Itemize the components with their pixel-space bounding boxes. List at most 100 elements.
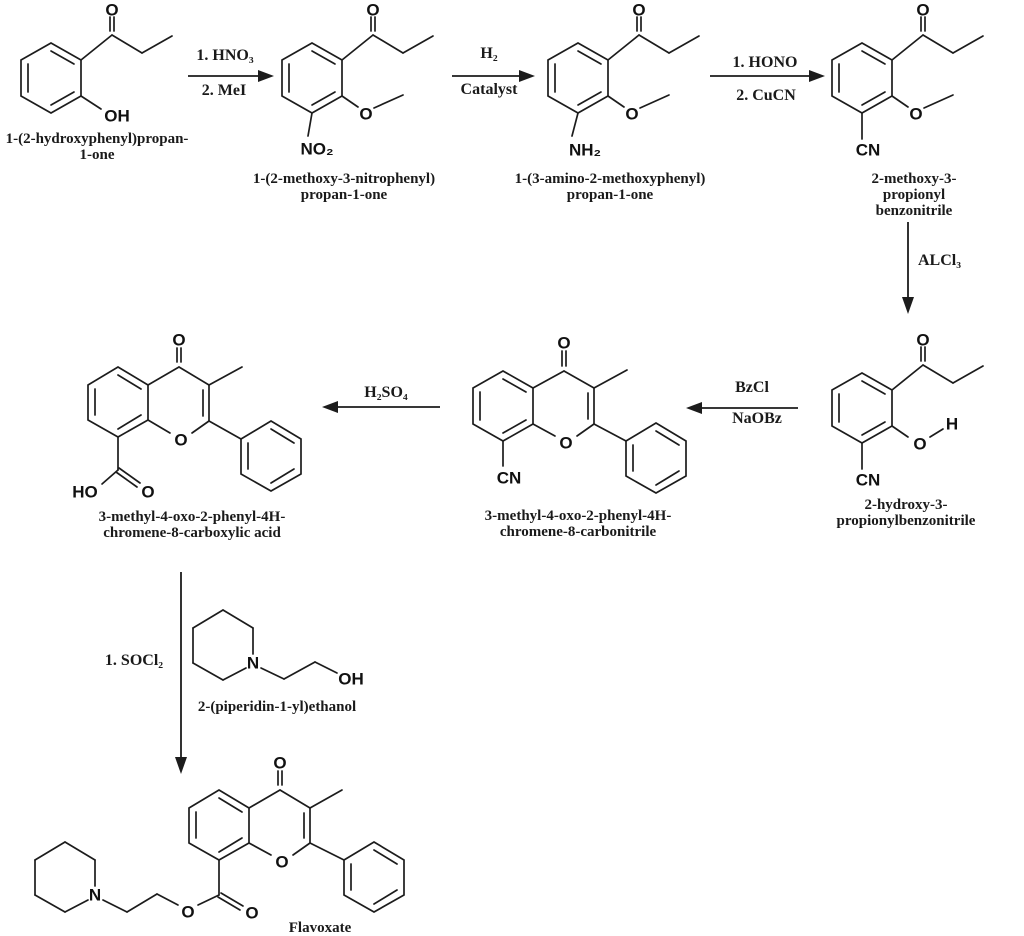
pyranone-bond	[279, 789, 311, 809]
acid-ho-label: HO	[72, 483, 98, 502]
compound-name-m1: 1-(2-hydroxyphenyl)propan- 1-one	[5, 131, 189, 163]
piperidine-bond	[64, 841, 96, 861]
pyranone-bond	[147, 366, 180, 386]
pyranone-bond	[563, 370, 595, 389]
pyranone-bond	[248, 789, 281, 809]
ring-o-label: O	[559, 434, 572, 453]
bond	[197, 894, 220, 906]
piperidine-bond	[34, 841, 66, 861]
arrowhead	[809, 70, 825, 82]
aromatic-inner-bond	[270, 428, 295, 444]
pyranone-bond	[532, 423, 556, 437]
pyranone-bond	[248, 842, 272, 856]
pyranone-bond	[191, 420, 210, 434]
aromatic-inner-bond	[117, 374, 142, 390]
ketone-o-label: O	[557, 334, 570, 353]
aromatic-inner-bond	[502, 419, 527, 434]
aromatic-inner-bond	[311, 91, 336, 106]
bond	[922, 364, 954, 384]
carbonyl-o-label: O	[916, 1, 929, 20]
benzene-ring	[547, 42, 609, 114]
ester-double-bond	[217, 896, 241, 911]
aromatic-inner-bond	[861, 91, 886, 106]
compound-name-m3: 1-(3-amino-2-methoxyphenyl) propan-1-one	[514, 171, 706, 203]
bond	[80, 34, 113, 61]
acid-double-bond	[115, 471, 138, 488]
carbonyl-o-label: O	[916, 331, 929, 350]
reagent-step5-above: BzCl	[735, 379, 769, 396]
compound-name-m9: Flavoxate	[288, 920, 352, 936]
compound-name-m8: 2-(piperidin-1-yl)ethanol	[197, 699, 357, 715]
bond	[571, 112, 579, 137]
piperidine-n-label: N	[89, 886, 101, 905]
phenyl-ring	[240, 420, 302, 492]
reaction-arrow-step6	[322, 401, 440, 413]
piperidine-bond	[192, 662, 224, 681]
arrowhead	[322, 401, 338, 413]
reagent-step3-above: 1. HONO	[732, 54, 798, 71]
bond	[283, 661, 316, 680]
pyranone-bond	[532, 370, 565, 389]
methoxy-o-label: O	[909, 105, 922, 124]
pyranone-bond	[292, 842, 311, 856]
molecule-5-hydroxy-propionyl-benzonitrile: O O H CN	[831, 331, 984, 490]
reaction-arrow-step1	[188, 70, 274, 82]
bond	[314, 661, 338, 674]
ester-o-label: O	[181, 903, 194, 922]
piperidine-bond	[64, 899, 89, 913]
bond	[607, 34, 640, 61]
reaction-arrow-step2	[452, 70, 535, 82]
bond	[141, 35, 173, 54]
molecule-7-chromene-carboxylic-acid: O O O HO	[72, 331, 302, 502]
amino-label: NH₂	[569, 141, 601, 160]
phenyl-link-bond	[309, 842, 345, 861]
bond	[639, 94, 670, 109]
pyranone-bond	[576, 423, 595, 437]
nitrile-label: CN	[856, 141, 881, 160]
aromatic-inner-bond	[218, 837, 243, 853]
bond	[607, 95, 625, 108]
acid-o-label: O	[141, 483, 154, 502]
aromatic-inner-bond	[50, 50, 75, 65]
ketone-o-label: O	[172, 331, 185, 350]
compound-name-m5: 2-hydroxy-3-propionylbenzonitrile	[836, 497, 976, 529]
bond	[156, 893, 179, 906]
phenol-h-label: H	[946, 415, 958, 434]
reaction-arrow-step4	[902, 222, 914, 314]
aromatic-inner-bond	[373, 889, 398, 905]
bond	[102, 899, 128, 913]
nitrile-label: CN	[856, 471, 881, 490]
bond	[668, 35, 700, 54]
bond	[891, 425, 909, 438]
methyl-bond	[208, 366, 243, 386]
compound-name-m6: 3-methyl-4-oxo-2-phenyl-4H- chromene-8-c…	[484, 508, 672, 540]
bond	[341, 95, 359, 108]
molecule-3-amino-methoxyphenyl-propanone: O O NH₂	[547, 1, 700, 160]
bond	[638, 34, 670, 54]
aromatic-inner-bond	[577, 50, 602, 65]
reagent-step3-below: 2. CuCN	[736, 87, 796, 104]
bond	[952, 35, 984, 54]
reagent-step4: ALCl₃	[918, 252, 962, 269]
aromatic-inner-bond	[655, 430, 680, 446]
reagent-step7: 1. SOCl₂	[104, 652, 164, 669]
phenyl-link-bond	[593, 423, 627, 442]
phenyl-ring	[625, 422, 687, 494]
phenyl-link-bond	[208, 420, 242, 440]
aromatic-inner-bond	[655, 470, 680, 486]
benzene-ring	[831, 42, 893, 114]
phenyl-ring	[343, 841, 405, 913]
carbonyl-o-label: O	[632, 1, 645, 20]
molecule-2-methoxy-nitrophenyl-propanone: O O NO₂	[281, 1, 434, 159]
benzene-ring	[188, 789, 250, 861]
pyranone-bond	[147, 419, 171, 434]
reagent-step5-below: NaOBz	[732, 410, 782, 427]
piperidine-bond	[192, 609, 224, 629]
methyl-bond	[593, 369, 628, 389]
bond	[111, 34, 143, 54]
pyranone-bond	[178, 366, 210, 386]
reagent-step6: H₂SO₄	[364, 384, 408, 401]
benzene-ring	[87, 366, 149, 438]
arrowhead	[902, 297, 914, 314]
